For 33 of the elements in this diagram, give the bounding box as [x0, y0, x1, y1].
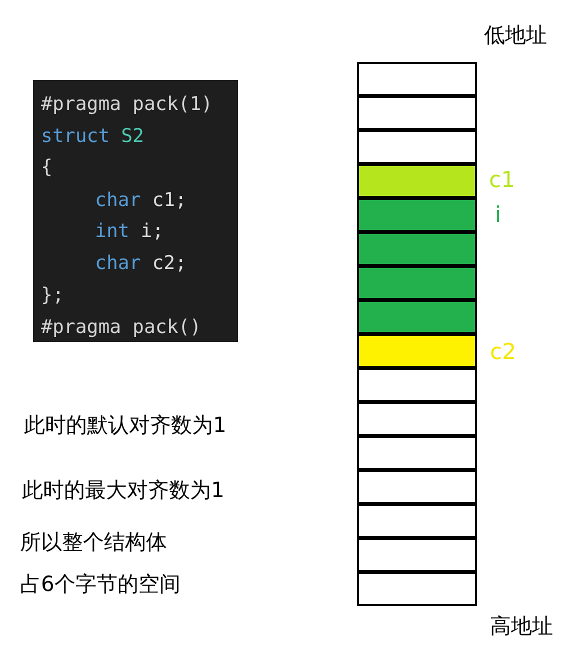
- note-text: 所以整个结构体: [20, 529, 167, 555]
- code-line: };: [41, 283, 64, 307]
- memory-cell: [357, 368, 477, 402]
- note-text: 此时的最大对齐数为1: [22, 477, 224, 503]
- memory-cell: [357, 300, 477, 334]
- memory-cell: [357, 470, 477, 504]
- memory-cell: [357, 504, 477, 538]
- memory-cell: [357, 402, 477, 436]
- memory-cell: [357, 130, 477, 164]
- memory-cell: [357, 334, 477, 368]
- memory-cell: [357, 198, 477, 232]
- code-line: #pragma pack(1): [41, 92, 213, 116]
- memory-cell: [357, 62, 477, 96]
- memory-cell: [357, 572, 477, 606]
- field-label: c2: [490, 340, 516, 366]
- memory-cell: [357, 266, 477, 300]
- field-label: c1: [489, 168, 516, 194]
- code-line: struct S2: [41, 124, 144, 148]
- field-label: i: [495, 203, 502, 229]
- memory-cell: [357, 164, 477, 198]
- memory-cell: [357, 232, 477, 266]
- address-label: 高地址: [490, 613, 553, 639]
- memory-cell: [357, 538, 477, 572]
- code-line: {: [41, 155, 52, 179]
- address-label: 低地址: [484, 22, 547, 48]
- code-line: int i;: [95, 219, 164, 243]
- code-line: #pragma pack(): [41, 315, 202, 339]
- note-text: 占6个字节的空间: [20, 571, 180, 597]
- code-line: char c1;: [95, 188, 187, 212]
- memory-cell: [357, 436, 477, 470]
- memory-cell: [357, 96, 477, 130]
- note-text: 此时的默认对齐数为1: [24, 412, 226, 438]
- code-line: char c2;: [95, 251, 187, 275]
